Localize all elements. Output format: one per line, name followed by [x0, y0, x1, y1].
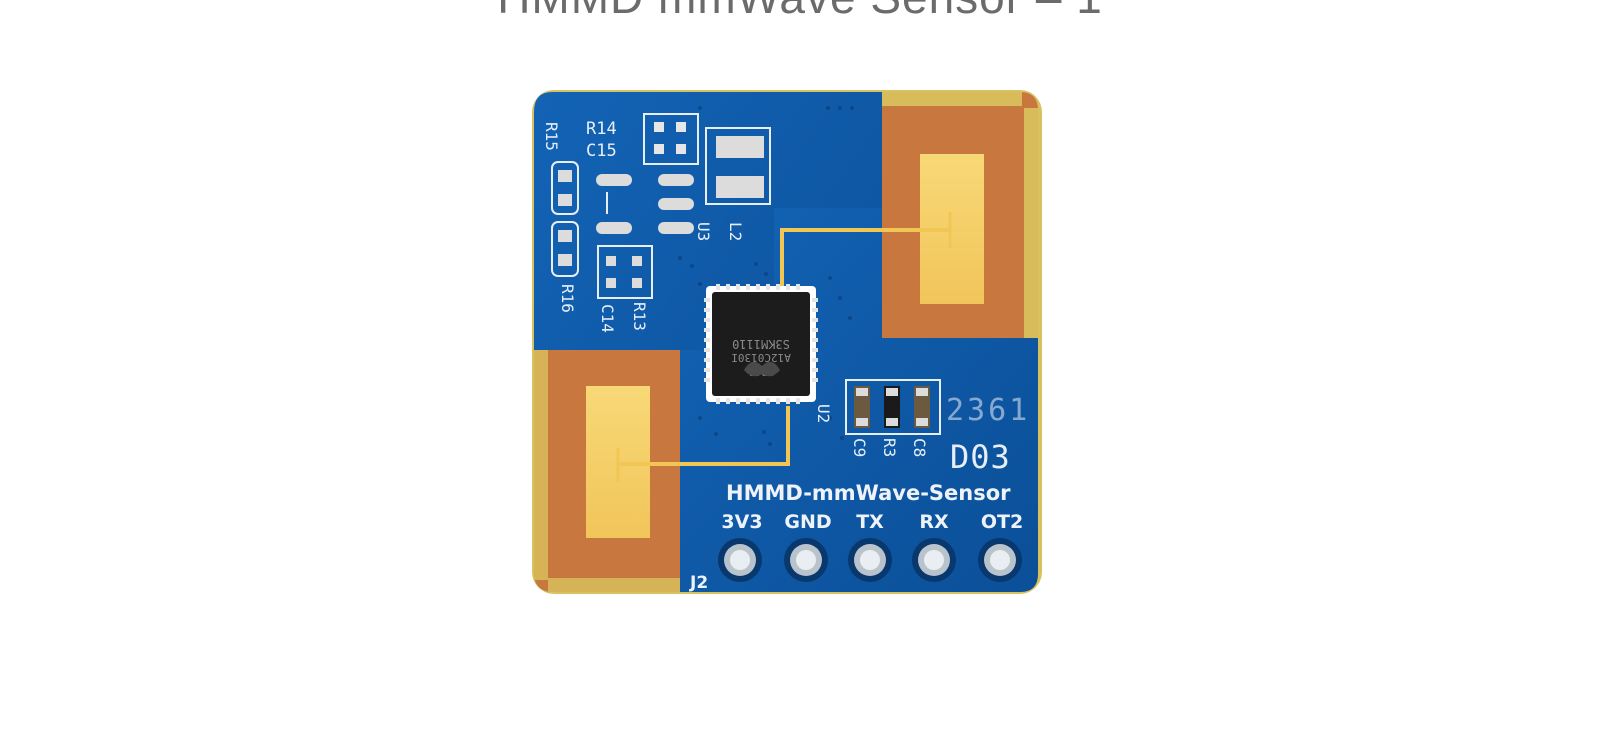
ref-c8: C8	[910, 438, 929, 457]
pcb-board-image: 2301 A12C0130I S3KM1110 R14 C15 R15 R16 …	[530, 88, 1046, 598]
pin-label-rx: RX	[919, 511, 949, 533]
header-ref-j2: J2	[689, 573, 708, 593]
date-code: 2361	[946, 393, 1030, 428]
chip-marking-line2: A12C0130I	[731, 351, 791, 364]
pin-label-3v3: 3V3	[721, 511, 762, 533]
pcb-board: 2301 A12C0130I S3KM1110 R14 C15 R15 R16 …	[532, 90, 1042, 594]
ref-l2: L2	[726, 222, 745, 241]
pin-hole-ot2	[978, 538, 1022, 582]
ref-c15: C15	[586, 141, 617, 161]
chip-logo-icon	[744, 361, 780, 377]
board-name: HMMD-mmWave-Sensor	[726, 481, 1011, 505]
ref-r16: R16	[558, 284, 577, 313]
ref-r15: R15	[542, 122, 561, 151]
feed-line-bottom	[618, 406, 790, 466]
pin-hole-tx	[848, 538, 892, 582]
pin-label-ot2: OT2	[981, 511, 1023, 533]
pin-hole-rx	[912, 538, 956, 582]
page-title: HMMD mmWave Sensor – 1	[0, 0, 1600, 24]
ref-c14: C14	[598, 304, 617, 333]
pin-label-tx: TX	[856, 511, 884, 533]
pin-hole-3v3	[718, 538, 762, 582]
radar-chip: 2301 A12C0130I S3KM1110	[704, 284, 818, 404]
pin-label-gnd: GND	[784, 511, 831, 533]
ref-u2: U2	[814, 404, 833, 423]
version-label: D03	[950, 438, 1011, 476]
feed-line-top	[780, 228, 950, 296]
chip-marking-line1: S3KM1110	[732, 337, 790, 351]
ref-r13: R13	[630, 302, 649, 331]
ref-c9: C9	[850, 438, 869, 457]
ref-r3: R3	[880, 438, 899, 457]
ref-u3: U3	[694, 222, 713, 241]
header-pins	[718, 538, 1022, 582]
pin-hole-gnd	[784, 538, 828, 582]
ref-r14: R14	[586, 119, 617, 139]
